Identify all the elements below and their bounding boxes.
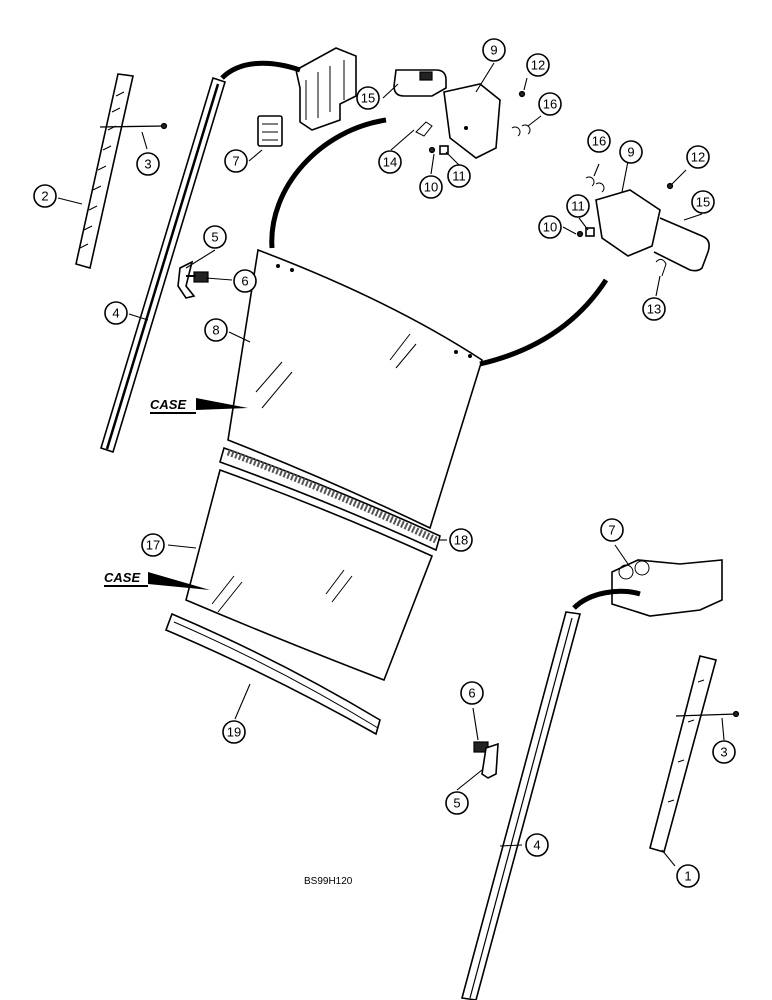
callout: 19 [222, 720, 246, 744]
part-3-screw-left [99, 122, 168, 130]
callout-number: 16 [543, 97, 557, 112]
callout-number: 4 [533, 838, 540, 853]
part-13-right-spring [655, 258, 667, 277]
part-16-right-clips [585, 176, 605, 193]
callout-number: 12 [691, 150, 705, 165]
callout: 4 [525, 833, 549, 857]
callout: 3 [712, 740, 736, 764]
callout: 7 [600, 518, 624, 542]
part-2-left-strip [75, 73, 134, 270]
leader-lines [57, 62, 725, 867]
callout: 6 [460, 681, 484, 705]
part-17-lower-glass [185, 468, 434, 682]
callout-number: 10 [543, 220, 557, 235]
callout-number: 10 [424, 180, 438, 195]
callout-number: 11 [571, 199, 585, 214]
callout-number: 9 [627, 145, 634, 160]
callout: 7 [224, 149, 248, 173]
callout: 15 [691, 190, 715, 214]
part-10-11-top-fasteners [428, 145, 449, 155]
callout-number: 13 [647, 302, 661, 317]
part-7-right-profile [572, 559, 723, 617]
callout-number: 5 [453, 796, 460, 811]
callout-number: 19 [227, 725, 241, 740]
callout: 6 [233, 269, 257, 293]
callout: 15 [356, 86, 380, 110]
part-18-seal-bar [219, 446, 441, 552]
part-5-left-clip [177, 260, 196, 299]
part-7-top-profile [220, 47, 357, 147]
case-label-upper: CASE [150, 397, 186, 412]
part-5-right-clip [481, 742, 499, 779]
callout-number: 3 [144, 157, 151, 172]
callout: 18 [449, 528, 473, 552]
part-12-top-nut [518, 90, 526, 98]
callout: 5 [445, 791, 469, 815]
callout-number: 11 [452, 169, 466, 184]
callout-number: 12 [531, 58, 545, 73]
callout: 11 [447, 164, 471, 188]
callout-number: 5 [211, 230, 218, 245]
callout-number: 2 [41, 189, 48, 204]
callout: 2 [33, 184, 57, 208]
callout-number: 7 [232, 154, 239, 169]
callout: 4 [104, 301, 128, 325]
case-logo-lower: CASE [104, 570, 210, 590]
case-label-lower: CASE [104, 570, 140, 585]
callout: 9 [482, 38, 506, 62]
part-9-top-bracket [443, 83, 501, 159]
callout: 5 [203, 225, 227, 249]
part-9-right-bracket [595, 189, 661, 257]
callout: 10 [419, 175, 443, 199]
case-logo-upper: CASE [150, 397, 248, 414]
callout-number: 6 [468, 686, 475, 701]
part-4-right-weatherstrip [460, 611, 582, 1000]
callout-number: 7 [608, 523, 615, 538]
part-15-right-handle [653, 217, 710, 272]
callout: 14 [378, 150, 402, 174]
diagram-code: BS99H120 [304, 876, 353, 887]
callout-number: 17 [146, 538, 160, 553]
part-1-right-strip [649, 655, 717, 853]
callout: 10 [538, 215, 562, 239]
callout-number: 18 [454, 533, 468, 548]
callout: 13 [642, 297, 666, 321]
callout: 3 [136, 152, 160, 176]
callout: 16 [587, 129, 611, 153]
part-15-top-handle [393, 69, 447, 97]
callout: 8 [204, 318, 228, 342]
callout: 9 [619, 140, 643, 164]
part-16-top-clips [511, 124, 531, 137]
part-6-left-bolt [186, 271, 209, 283]
part-8-upper-glass [227, 248, 483, 530]
callout-number: 4 [112, 306, 119, 321]
callout: 11 [566, 194, 590, 218]
part-4-left-weatherstrip [100, 76, 226, 454]
callout-number: 9 [490, 43, 497, 58]
callout-number: 8 [212, 323, 219, 338]
part-14-spring [415, 121, 433, 137]
callout-number: 16 [592, 134, 606, 149]
callout: 16 [538, 92, 562, 116]
callout-number: 15 [696, 195, 710, 210]
callout: 12 [526, 53, 550, 77]
callout: 1 [676, 864, 700, 888]
callout-number: 14 [383, 155, 397, 170]
part-3-screw-right [675, 710, 740, 718]
callout: 12 [686, 145, 710, 169]
part-10-11-right-fasteners [576, 227, 595, 238]
callout: 17 [141, 533, 165, 557]
part-12-right-nut [666, 182, 674, 190]
callout-number: 3 [720, 745, 727, 760]
part-19-bottom-channel [164, 612, 381, 736]
callout-number: 1 [684, 869, 691, 884]
callout-number: 15 [361, 91, 375, 106]
callout-number: 6 [241, 274, 248, 289]
